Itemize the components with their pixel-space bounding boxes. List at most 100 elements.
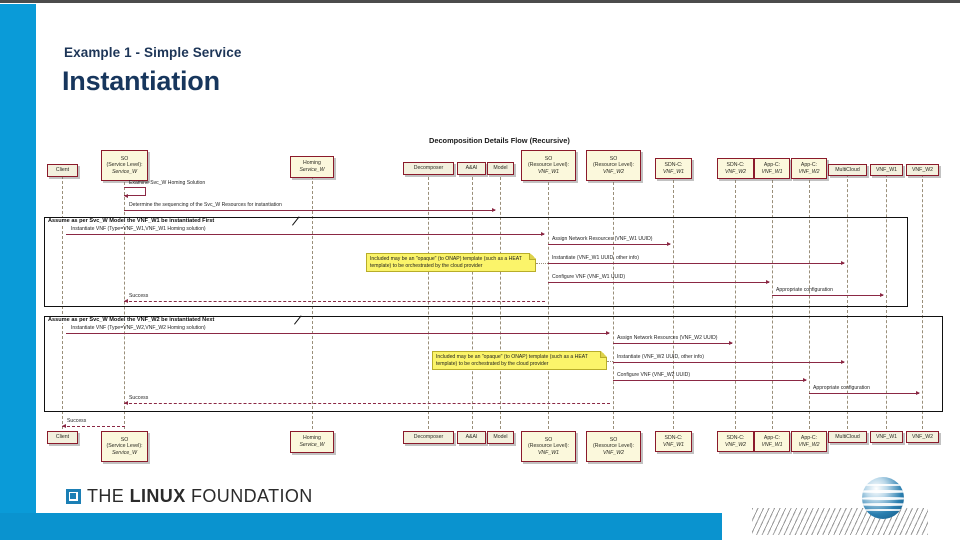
linux-foundation-mark-icon: [66, 489, 81, 504]
lifeline-head-multicloud[interactable]: MultiCloud: [828, 164, 867, 176]
lifeline-foot-aai[interactable]: A&AI: [457, 431, 486, 444]
lifeline-label-decomp: Decomposer: [413, 165, 444, 172]
lifeline-foot-sdnc-w1[interactable]: SDN-C:VNF_W1: [655, 431, 692, 452]
lifeline-line-appc-w1: [772, 180, 773, 434]
sequence-diagram: Decomposition Details Flow (Recursive) C…: [44, 132, 946, 472]
lifeline-foot-sdnc-w2[interactable]: SDN-C:VNF_W2: [717, 431, 754, 452]
message-line-m12: [613, 380, 806, 381]
lifeline-foot-appc-w1[interactable]: App-C:VNF_W1: [754, 431, 790, 452]
lf-the: THE: [87, 486, 130, 506]
lifeline-head-vnf-w2[interactable]: VNF_W2: [906, 164, 939, 176]
lifeline-label-model: Model: [493, 165, 508, 172]
hatch-pattern: [752, 508, 928, 535]
lifeline-foot-so-svc[interactable]: SO(Service Level):Service_W: [101, 431, 148, 462]
lifeline-label-client: Client: [55, 167, 70, 174]
lifeline-label-so-svc: SO(Service Level):Service_W: [106, 436, 143, 456]
arrowhead-m1: [124, 194, 128, 198]
message-label-m4: Assign Network Resources (VNF_W1 UUID): [552, 236, 653, 242]
att-stripe: [862, 490, 904, 493]
message-label-m13: Appropriate configuration: [813, 385, 870, 391]
lifeline-label-sdnc-w1: SDN-C:VNF_W1: [662, 434, 685, 448]
att-stripe: [862, 503, 904, 506]
lifeline-label-so-w1: SO(Resource Level):VNF_W1: [528, 436, 569, 456]
lifeline-head-sdnc-w2[interactable]: SDN-C:VNF_W2: [717, 158, 754, 179]
linux-foundation-logo: THE LINUX FOUNDATION: [66, 486, 313, 507]
message-label-m5: Instantiate (VNF_W1 UUID, other info): [552, 255, 639, 261]
message-line-m8: [124, 301, 545, 302]
message-line-m4: [548, 244, 670, 245]
note-2-text: Included may be an "opaque" (to ONAP) te…: [436, 354, 588, 368]
fragment-2-label: Assume as per Svc_W Model the VNF_W2 be …: [47, 316, 216, 323]
message-label-m12: Configure VNF (VNF_W2 UUID): [617, 372, 691, 378]
lifeline-line-sdnc-w2: [735, 180, 736, 434]
arrowhead-m2: [492, 207, 496, 212]
lifeline-label-model: Model: [493, 434, 508, 441]
lifeline-label-vnf-w1: VNF_W1: [875, 166, 898, 173]
lifeline-foot-vnf-w2[interactable]: VNF_W2: [906, 431, 939, 443]
fragment-2: [44, 316, 943, 412]
lifeline-head-so-w1[interactable]: SO(Resource Level):VNF_W1: [521, 150, 576, 181]
lifeline-line-so-w1: [548, 182, 549, 434]
att-globe-logo: [862, 477, 904, 519]
arrowhead-m11: [841, 359, 845, 364]
lifeline-head-client[interactable]: Client: [47, 164, 78, 177]
lifeline-foot-so-w2[interactable]: SO(Resource Level):VNF_W2: [586, 431, 641, 462]
message-label-m2: Determine the sequencing of the Svc_W Re…: [129, 202, 282, 208]
lifeline-head-vnf-w1[interactable]: VNF_W1: [870, 164, 903, 176]
message-label-m7: Appropriate configuration: [776, 287, 833, 293]
lifeline-label-vnf-w2: VNF_W2: [911, 166, 934, 173]
message-line-m9: [66, 333, 609, 334]
lifeline-foot-so-w1[interactable]: SO(Resource Level):VNF_W1: [521, 431, 576, 462]
lifeline-head-sdnc-w1[interactable]: SDN-C:VNF_W1: [655, 158, 692, 179]
arrowhead-m6: [766, 279, 770, 284]
message-label-m11: Instantiate (VNF_W2 UUID, other info): [617, 354, 704, 360]
lifeline-foot-multicloud[interactable]: MultiCloud: [828, 431, 867, 443]
lifeline-head-aai[interactable]: A&AI: [457, 162, 486, 175]
message-label-m8: Success: [129, 293, 149, 299]
arrowhead-m8: [124, 298, 128, 303]
lifeline-head-appc-w1[interactable]: App-C:VNF_W1: [754, 158, 790, 179]
lifeline-head-so-w2[interactable]: SO(Resource Level):VNF_W2: [586, 150, 641, 181]
lifeline-foot-decomp[interactable]: Decomposer: [403, 431, 454, 444]
lifeline-label-vnf-w2: VNF_W2: [911, 433, 934, 440]
slide-kicker: Example 1 - Simple Service: [64, 45, 242, 60]
lifeline-label-appc-w2: App-C:VNF_W2: [798, 161, 820, 175]
lifeline-label-aai: A&AI: [465, 165, 478, 172]
lifeline-label-multicloud: MultiCloud: [835, 433, 860, 440]
arrowhead-m10: [729, 340, 733, 345]
arrowhead-m7: [880, 292, 884, 297]
lifeline-line-model: [500, 172, 501, 434]
diagram-title: Decomposition Details Flow (Recursive): [429, 136, 570, 145]
lifeline-line-so-svc: [124, 182, 125, 434]
message-line-m2: [124, 210, 495, 211]
lifeline-head-decomp[interactable]: Decomposer: [403, 162, 454, 175]
lifeline-label-sdnc-w1: SDN-C:VNF_W1: [662, 161, 685, 175]
message-line-m15: [62, 426, 125, 427]
att-stripe: [862, 509, 904, 512]
arrowhead-m3: [541, 231, 545, 236]
lifeline-label-sdnc-w2: SDN-C:VNF_W2: [724, 161, 747, 175]
lifeline-foot-vnf-w1[interactable]: VNF_W1: [870, 431, 903, 443]
message-line-m14: [124, 403, 610, 404]
lifeline-line-appc-w2: [809, 180, 810, 434]
lifeline-label-so-w1: SO(Resource Level):VNF_W1: [528, 155, 569, 175]
lifeline-head-appc-w2[interactable]: App-C:VNF_W2: [791, 158, 827, 179]
lifeline-head-so-svc[interactable]: SO(Service Level):Service_W: [101, 150, 148, 181]
arrowhead-m15: [62, 423, 66, 428]
note-fold-icon: [529, 253, 536, 260]
lifeline-line-vnf-w1: [886, 174, 887, 434]
self-call-m1: [124, 187, 146, 196]
lifeline-head-model[interactable]: Model: [487, 162, 514, 175]
lifeline-foot-model[interactable]: Model: [487, 431, 514, 444]
arrowhead-m5: [841, 260, 845, 265]
lifeline-label-so-svc: SO(Service Level):Service_W: [106, 155, 143, 175]
note-fold-icon: [600, 351, 607, 358]
lifeline-foot-client[interactable]: Client: [47, 431, 78, 444]
lifeline-label-so-w2: SO(Resource Level):VNF_W2: [593, 155, 634, 175]
lifeline-foot-appc-w2[interactable]: App-C:VNF_W2: [791, 431, 827, 452]
att-stripe: [862, 484, 904, 487]
message-line-m13: [809, 393, 919, 394]
